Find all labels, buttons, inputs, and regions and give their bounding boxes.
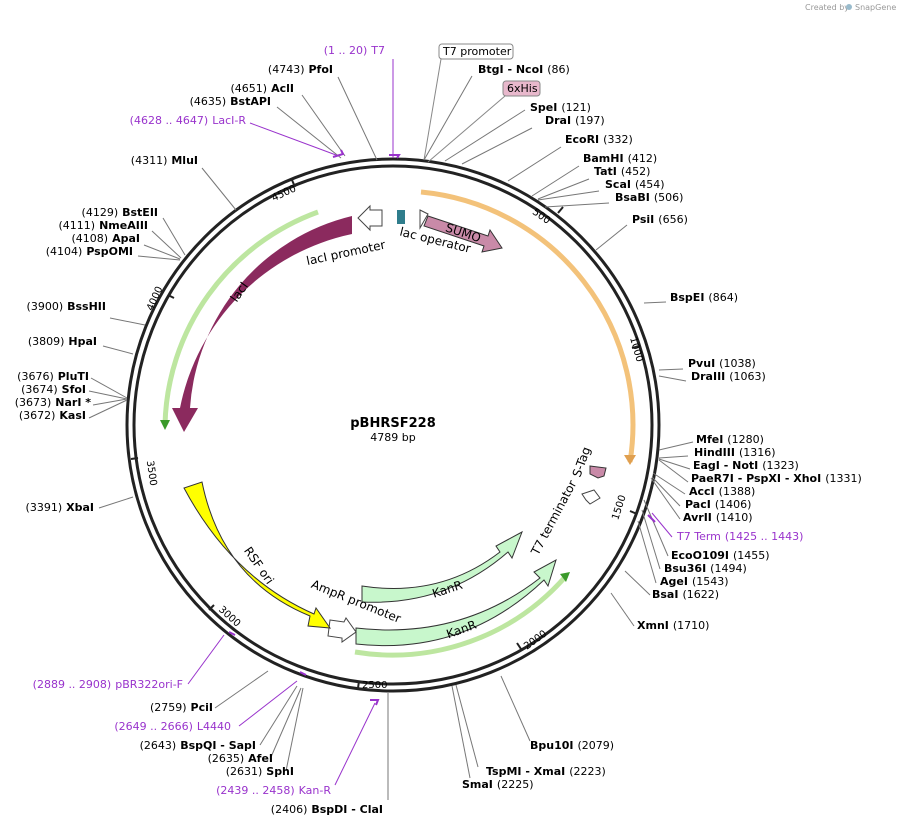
site-label-spei: SpeI (121) (530, 98, 591, 115)
site-label-bpu10i: Bpu10I (2079) (530, 736, 614, 753)
t7-promoter-box-label: T7 promoter (442, 45, 512, 58)
t7-promoter-box (438, 43, 514, 60)
site-label-afei: (2635) AfeI (208, 749, 273, 766)
feature-laci (172, 216, 352, 432)
site-label-bsai: BsaI (1622) (652, 585, 719, 602)
site-label-pvui: PvuI (1038) (688, 354, 756, 371)
feature-t7-terminator (581, 489, 601, 505)
site-label-bspei: BspEI (864) (670, 288, 738, 305)
site-label-xbai: (3391) XbaI (26, 498, 94, 515)
site-label-acli: (4651) AclI (231, 79, 294, 96)
site-label-pbr322ori-f: (2889 .. 2908) pBR322ori-F (33, 675, 183, 692)
site-label-draiii: DraIII (1063) (691, 367, 766, 384)
site-label-bamhi: BamHI (412) (583, 149, 657, 166)
credit-text: Created by (805, 3, 849, 12)
tick-1000: 1000 (627, 336, 645, 363)
t7-promoter-leader (423, 58, 442, 161)
site-label-bspqi-sapi: (2643) BspQI - SapI (140, 736, 256, 753)
site-label-tspmi-xmai: TspMI - XmaI (2223) (486, 762, 606, 779)
his-tag-leader (427, 95, 506, 163)
site-label-xmni: XmnI (1710) (637, 616, 709, 633)
site-label-avrii: AvrII (1410) (683, 508, 752, 525)
site-label-pcii: (2759) PciI (150, 698, 213, 715)
site-label-bsu36i: Bsu36I (1494) (664, 559, 747, 576)
site-label-tati: TatI (452) (594, 162, 650, 179)
credit-brand: SnapGene (855, 3, 896, 12)
site-label-pspomi: (4104) PspOMI (46, 242, 133, 259)
site-label-nari: (3673) NarI * (15, 393, 92, 410)
site-label-acci: AccI (1388) (689, 482, 755, 499)
site-label-agei: AgeI (1543) (660, 572, 729, 589)
orf-arc-insert (420, 189, 636, 463)
plasmid-name: pBHRSF228 (350, 416, 435, 431)
feature-laci-promoter (357, 204, 383, 232)
site-label-scai: ScaI (454) (605, 175, 665, 192)
orf-arrowhead-insert (624, 455, 636, 465)
snapgene-logo-icon (846, 4, 852, 10)
site-label-pfoi: (4743) PfoI (268, 60, 333, 77)
site-label-nmeaiii: (4111) NmeAIII (59, 216, 149, 233)
site-label-bsshii: (3900) BssHII (27, 297, 106, 314)
site-label-l4440: (2649 .. 2666) L4440 (114, 717, 231, 734)
backbone-inner (132, 164, 654, 686)
primer-markers (228, 149, 656, 706)
his-tag-box (502, 80, 541, 97)
orf-arrowhead-kanr (560, 572, 570, 582)
site-label-mlui: (4311) MluI (131, 151, 198, 168)
his-tag-box-label: 6xHis (507, 82, 538, 95)
site-label-paer7i: PaeR7I - PspXI - XhoI (1331) (691, 469, 862, 486)
feature-ampr-promoter (327, 617, 357, 643)
site-label-bsteii: (4129) BstEII (82, 203, 158, 220)
tick-1500: 1500 (610, 494, 628, 522)
feature-kanr-1 (361, 530, 523, 603)
site-label-kan-r: (2439 .. 2458) Kan-R (216, 781, 331, 798)
site-label-hindiii: HindIII (1316) (694, 443, 776, 460)
site-label-paci: PacI (1406) (685, 495, 751, 512)
feature-s-tag (589, 465, 607, 479)
site-label-ecori: EcoRI (332) (565, 130, 633, 147)
site-label-hpai: (3809) HpaI (28, 332, 97, 349)
feature-lac-operator (397, 210, 405, 224)
tick-2500: 2500 (362, 680, 387, 691)
site-label-pluti: (3676) PluTI (17, 367, 89, 384)
site-label-sphi: (2631) SphI (226, 762, 294, 779)
site-label-btgi-ncoi: BtgI - NcoI (86) (478, 60, 570, 77)
site-label-bstapi: (4635) BstAPI (190, 92, 271, 109)
orf-arc-kanr (354, 574, 568, 658)
feature-kanr-2 (355, 558, 557, 647)
site-label-eagi-noti: EagI - NotI (1323) (693, 456, 799, 473)
site-labels: (1 .. 20) T7 (4743) PfoI BtgI - NcoI (86) (… (15, 41, 862, 817)
site-label-ecoo109i: EcoO109I (1455) (671, 546, 770, 563)
plasmid-length: 4789 bp (370, 431, 415, 444)
site-label-psii: PsiI (656) (632, 210, 688, 227)
orf-arc-laci (162, 209, 319, 426)
feature-rsf-ori (183, 481, 332, 629)
site-label-drai: DraI (197) (545, 111, 605, 128)
orf-arrowhead-laci (160, 420, 170, 430)
site-label-sfoi: (3674) SfoI (21, 380, 86, 397)
feature-label-kanr-1: KanR (430, 578, 464, 601)
site-label-t7-primer: (1 .. 20) T7 (324, 41, 385, 58)
site-label-kasi: (3672) KasI (19, 406, 86, 423)
backbone-outer (125, 157, 661, 693)
site-label-bsabi: BsaBI (506) (615, 188, 683, 205)
feature-t7-promoter-arrow (419, 209, 429, 230)
site-label-apai: (4108) ApaI (72, 229, 140, 246)
tick-marks (130, 179, 640, 689)
leader-lines (88, 59, 694, 800)
tick-3500: 3500 (144, 460, 158, 487)
feature-label-t7-terminator: T7 terminator (528, 478, 580, 558)
site-label-mfei: MfeI (1280) (696, 430, 764, 447)
site-label-smai: SmaI (2225) (462, 775, 533, 792)
site-label-bspdi-clai: (2406) BspDI - ClaI (271, 800, 383, 817)
site-label-laci-r: (4628 .. 4647) LacI-R (130, 111, 247, 128)
feature-sumo (423, 215, 503, 253)
site-label-t7-term: T7 Term (1425 .. 1443) (676, 527, 803, 544)
